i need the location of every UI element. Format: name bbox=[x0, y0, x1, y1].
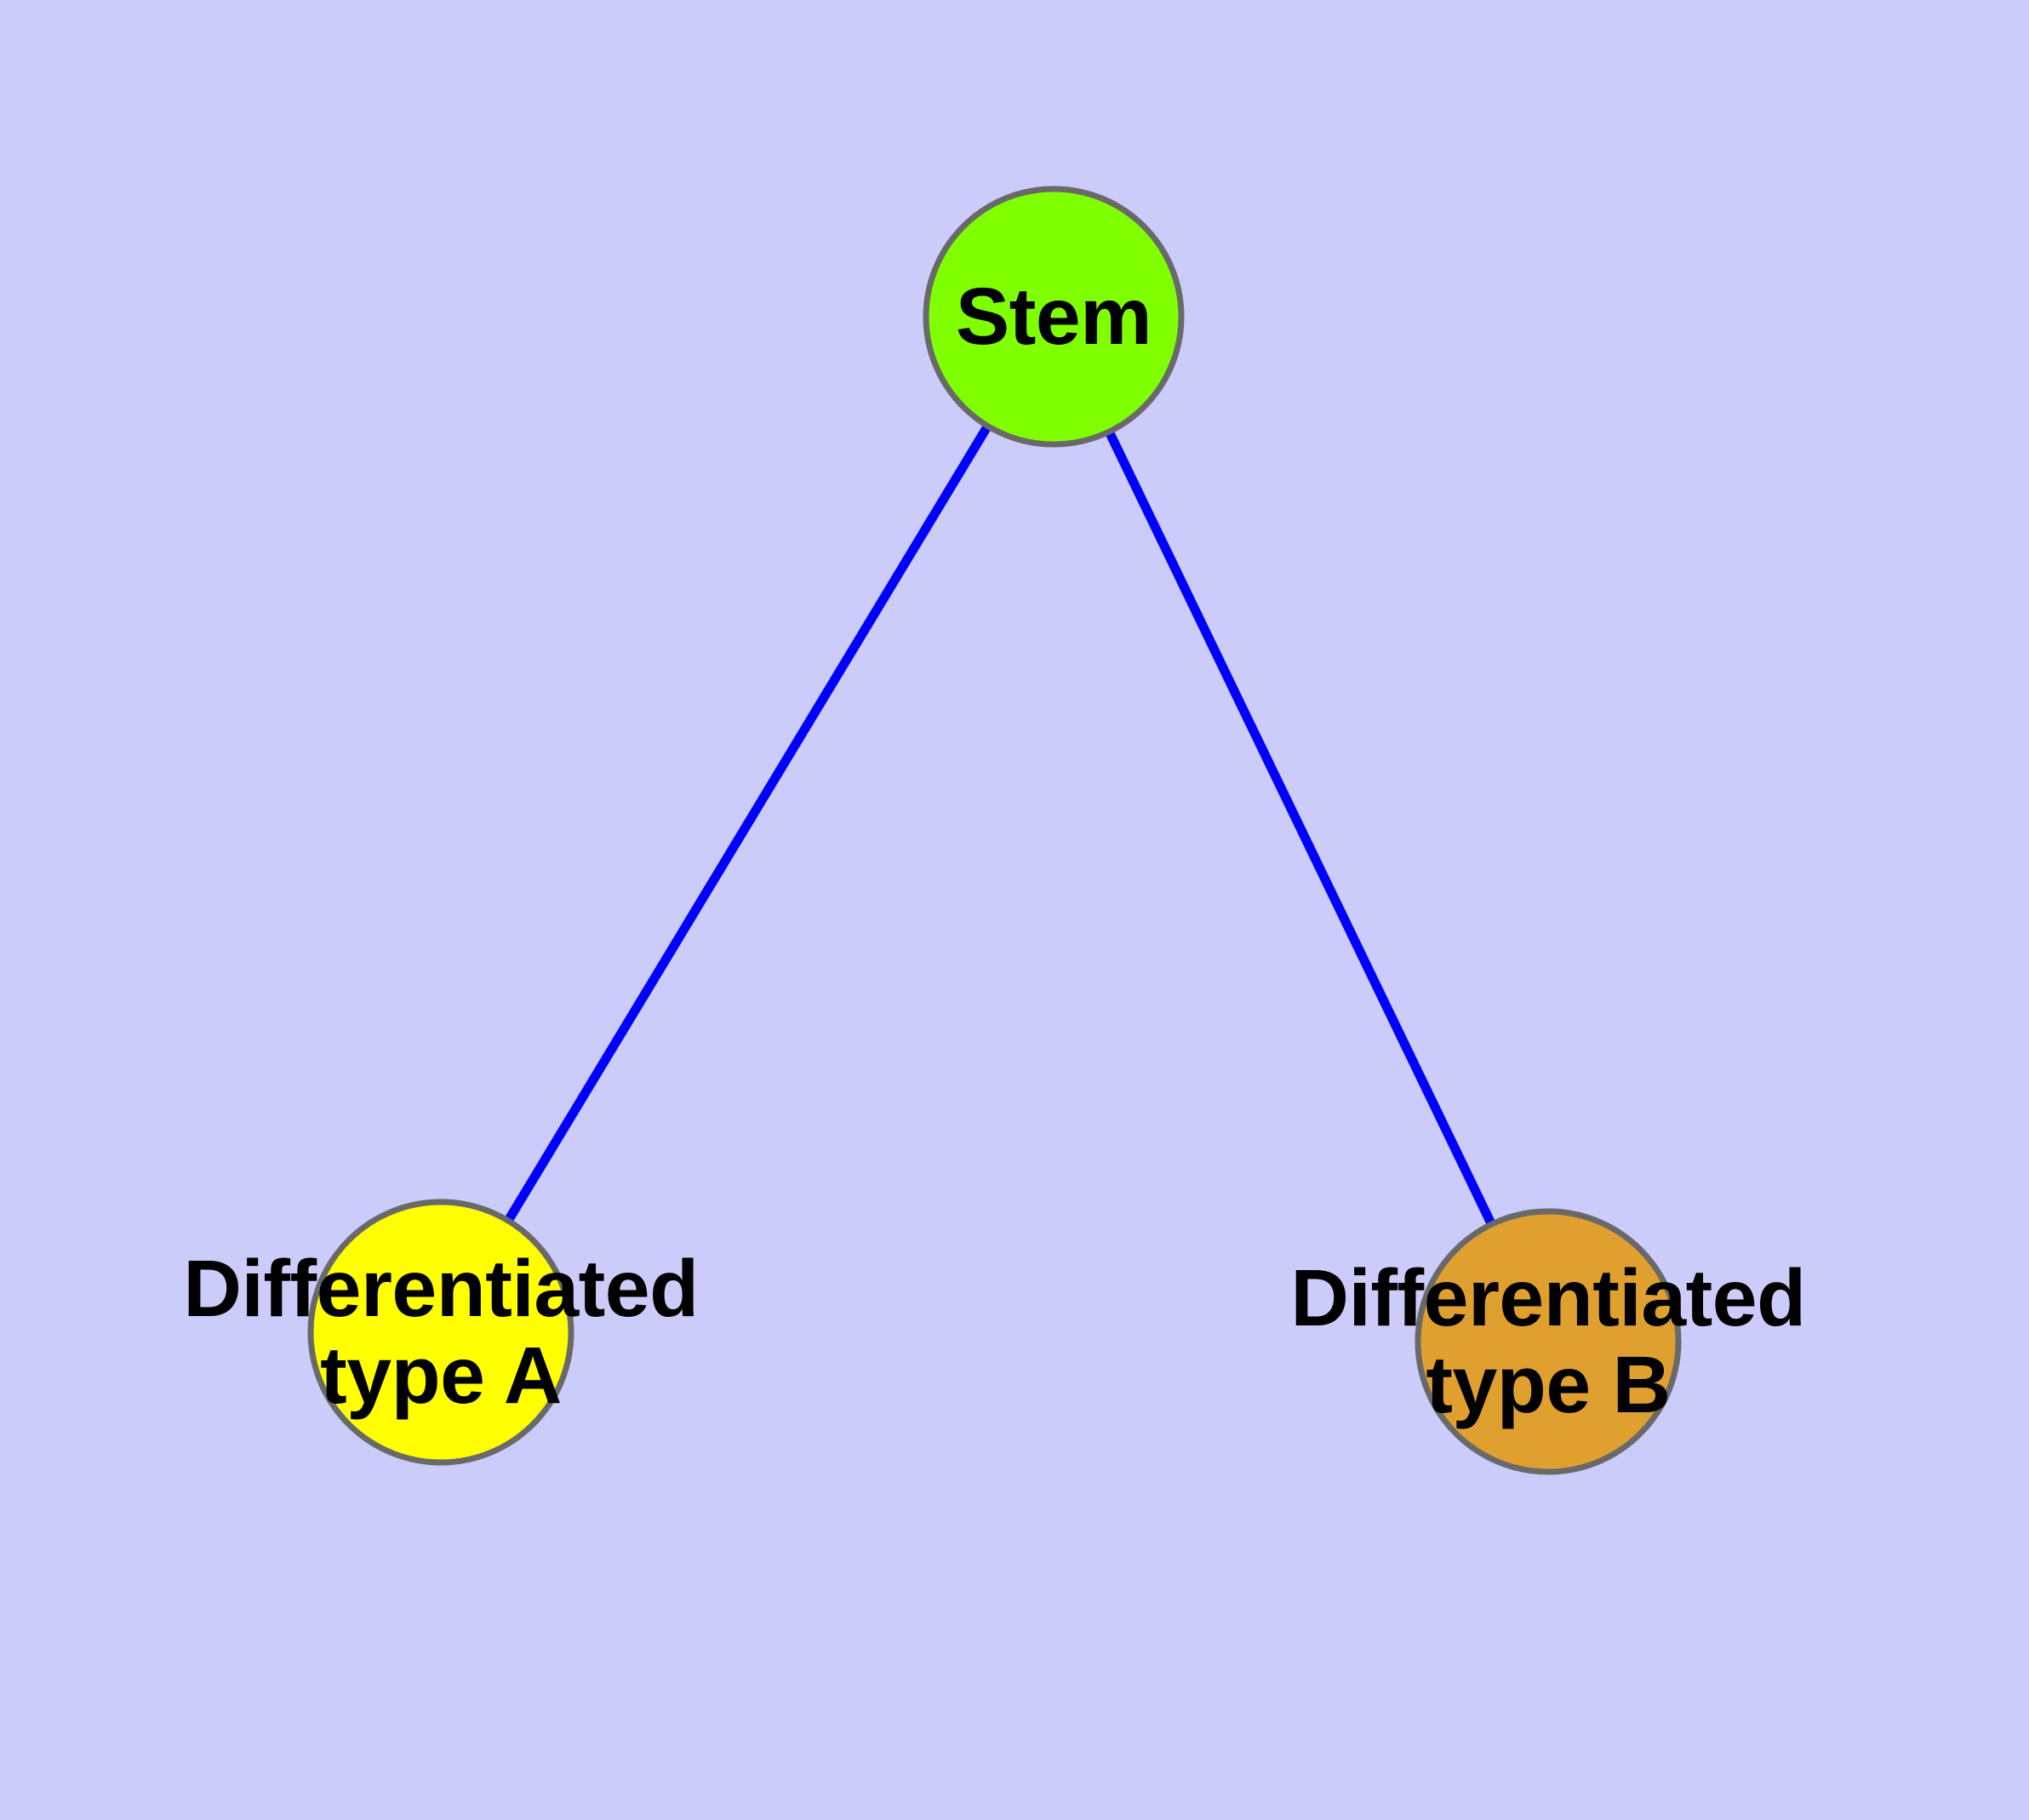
graph-node-stem[interactable] bbox=[923, 186, 1185, 448]
graph-node-diff-b[interactable] bbox=[1415, 1208, 1682, 1475]
edges-layer bbox=[504, 423, 1496, 1227]
graph-edge bbox=[1105, 429, 1496, 1227]
graph-node-diff-a[interactable] bbox=[307, 1199, 574, 1466]
nodes-layer bbox=[307, 186, 1682, 1475]
graph-edge bbox=[504, 423, 992, 1223]
